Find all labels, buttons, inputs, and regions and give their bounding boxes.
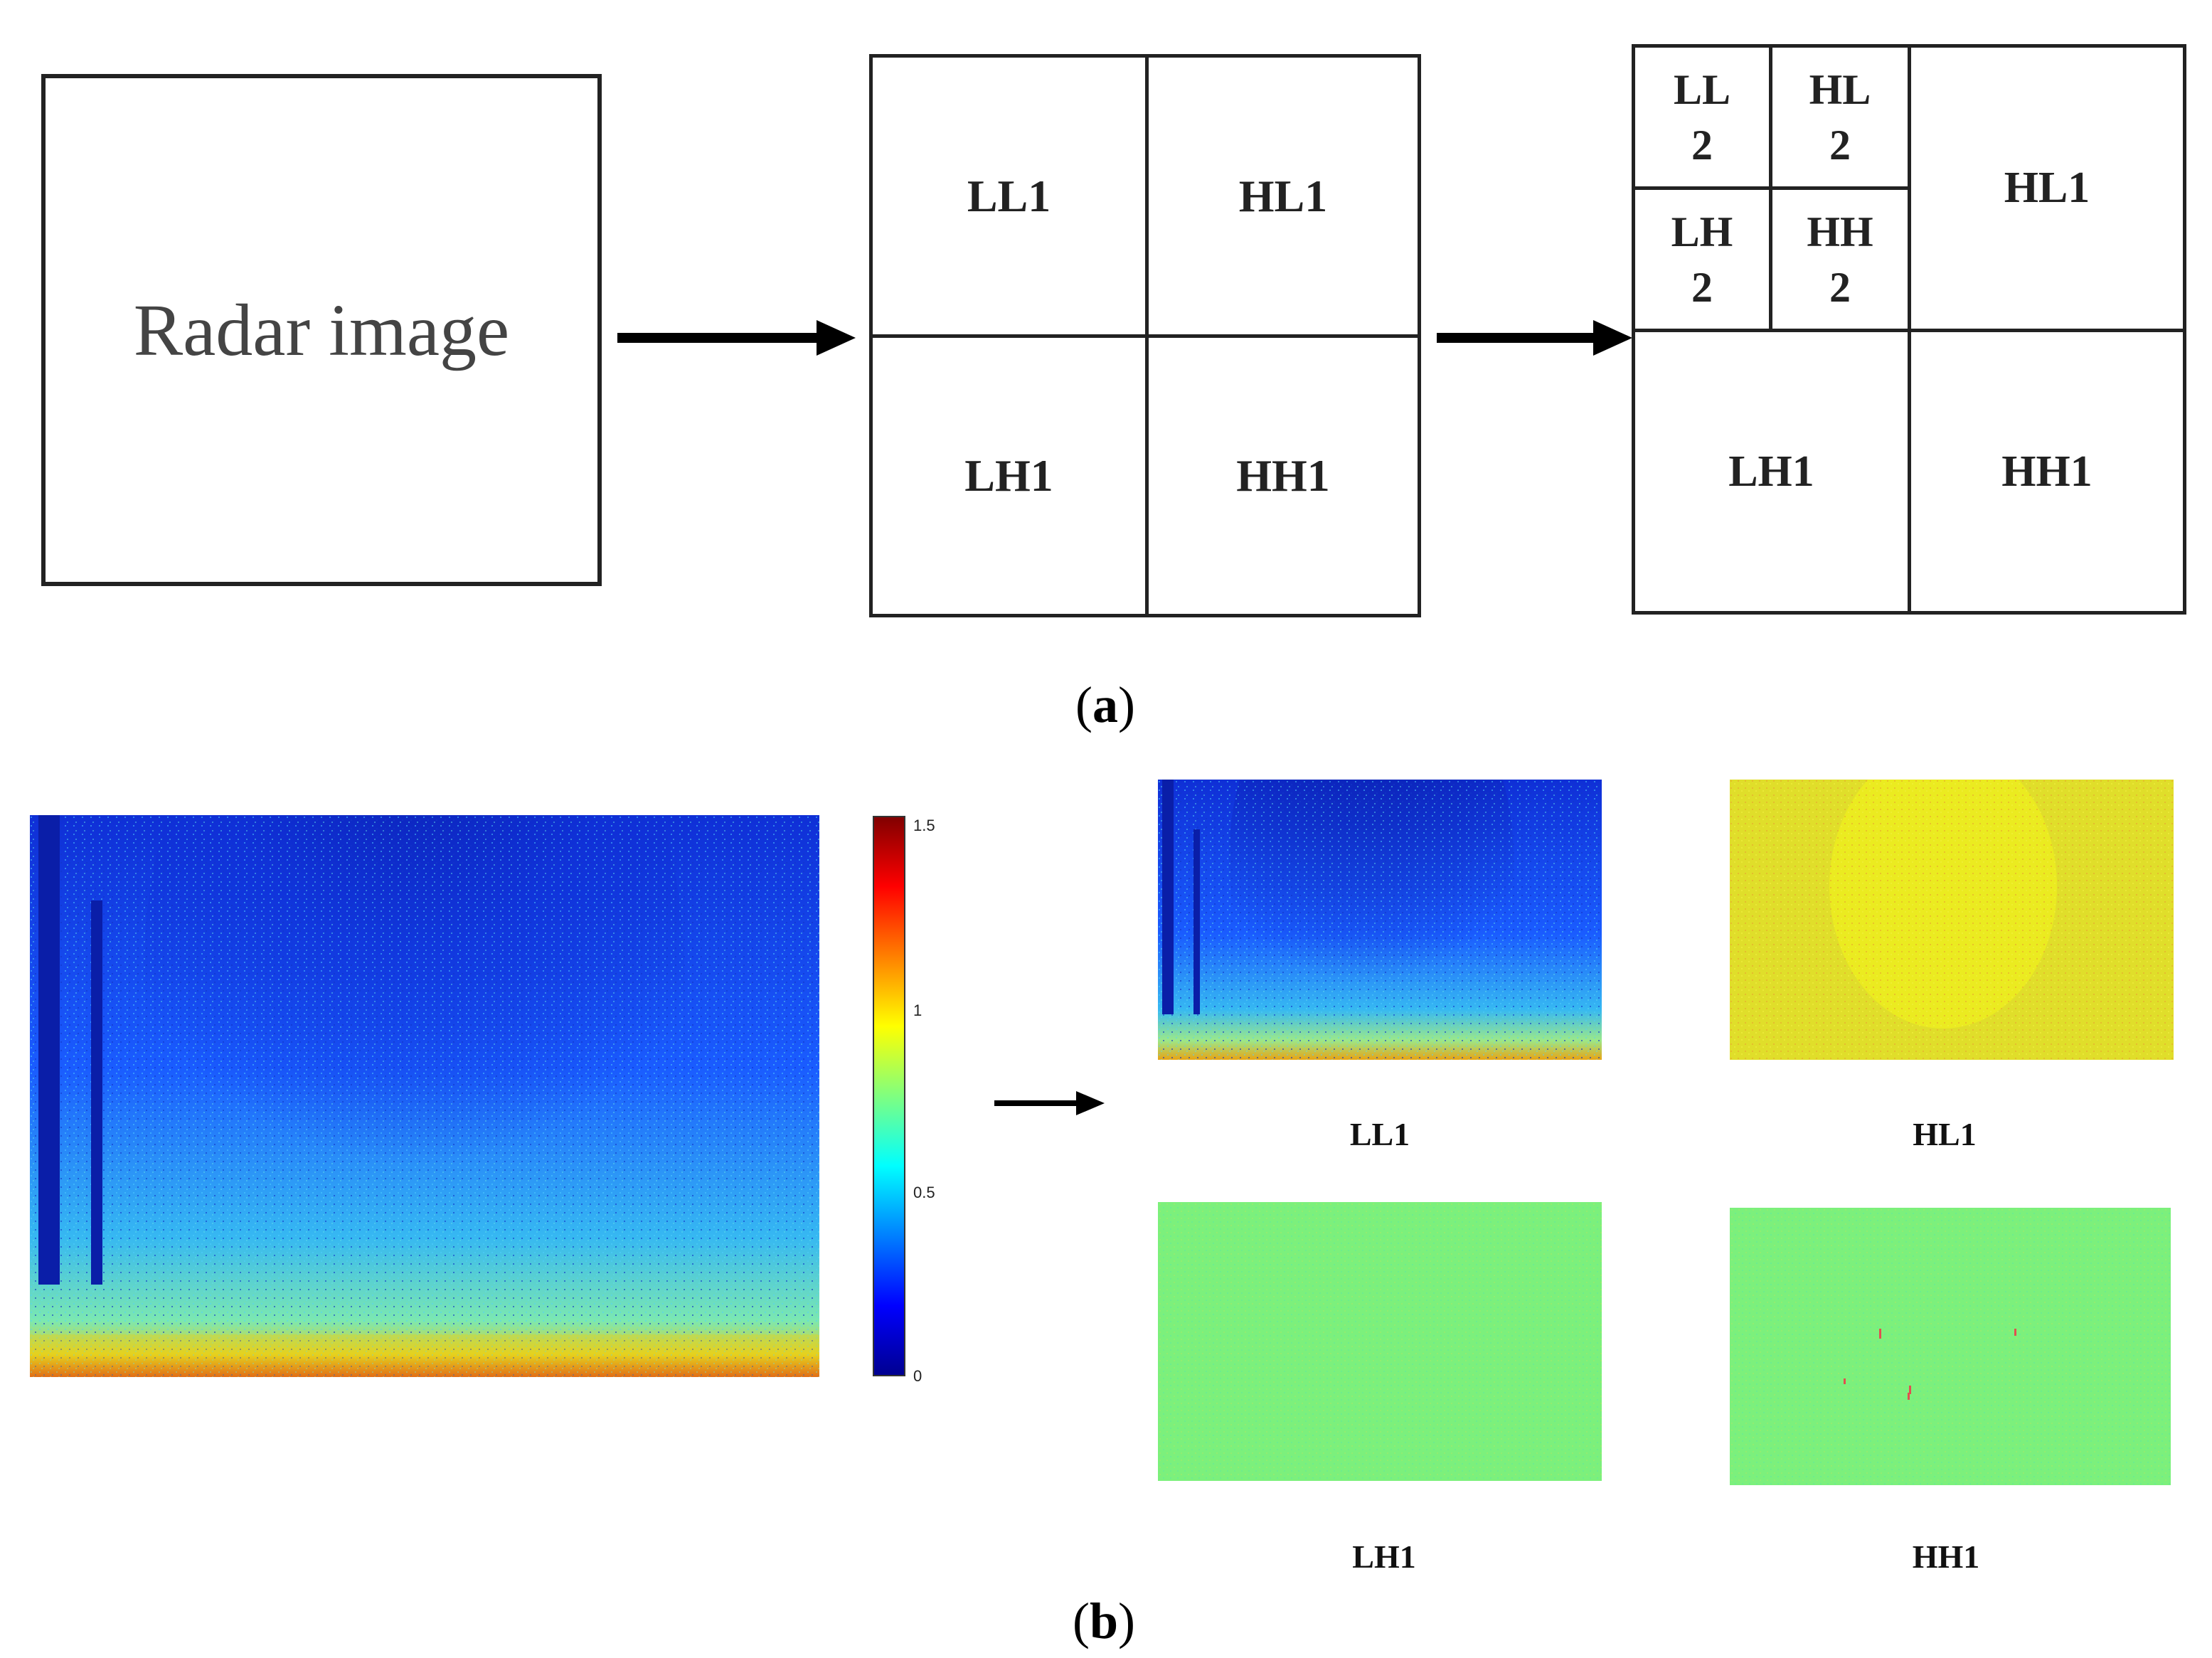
radar-heatmap	[30, 815, 819, 1377]
level1-grid: LL1 HL1 LH1 HH1	[869, 54, 1421, 617]
radar-image-box: Radar image	[41, 74, 602, 586]
level2-hh2: HH 2	[1769, 186, 1911, 332]
level1-hh1: HH1	[1145, 334, 1421, 617]
arrow-right-icon	[617, 320, 856, 356]
caption-b: (b)	[1072, 1593, 1135, 1649]
arrow-right-icon	[1437, 320, 1632, 356]
level1-hl1: HL1	[1145, 54, 1421, 338]
level2-lh1: LH1	[1632, 329, 1911, 615]
level1-ll1: LL1	[869, 54, 1149, 338]
radar-image-label: Radar image	[133, 289, 510, 371]
caption-a: (a)	[1075, 676, 1135, 733]
level2-hh1: HH1	[1908, 329, 2186, 615]
colorbar-tick-0-5: 0.5	[913, 1184, 935, 1201]
subband-lh1-label: LH1	[1352, 1539, 1416, 1575]
arrow-right-icon	[994, 1091, 1105, 1115]
subband-hl1-map	[1730, 780, 2174, 1060]
subband-hl1-label: HL1	[1913, 1116, 1977, 1152]
subband-ll1-label: LL1	[1349, 1116, 1410, 1152]
level2-hl1: HL1	[1908, 44, 2186, 332]
level2-grid: LL 2 HL 2 LH 2 HH 2 HL1 LH1 HH1	[1632, 44, 2186, 615]
colorbar-tick-0: 0	[913, 1367, 922, 1385]
colorbar-tick-1-5: 1.5	[913, 817, 935, 834]
colorbar-tick-1: 1	[913, 1001, 922, 1019]
level1-lh1: LH1	[869, 334, 1149, 617]
level2-ll2: LL 2	[1632, 44, 1772, 190]
subband-hh1-label: HH1	[1912, 1539, 1980, 1575]
subband-lh1-map	[1158, 1202, 1602, 1481]
colorbar	[873, 816, 905, 1376]
subband-ll1-map	[1158, 780, 1602, 1060]
level2-lh2: LH 2	[1632, 186, 1772, 332]
subband-hh1-map	[1730, 1208, 2171, 1485]
level2-hl2: HL 2	[1769, 44, 1911, 190]
